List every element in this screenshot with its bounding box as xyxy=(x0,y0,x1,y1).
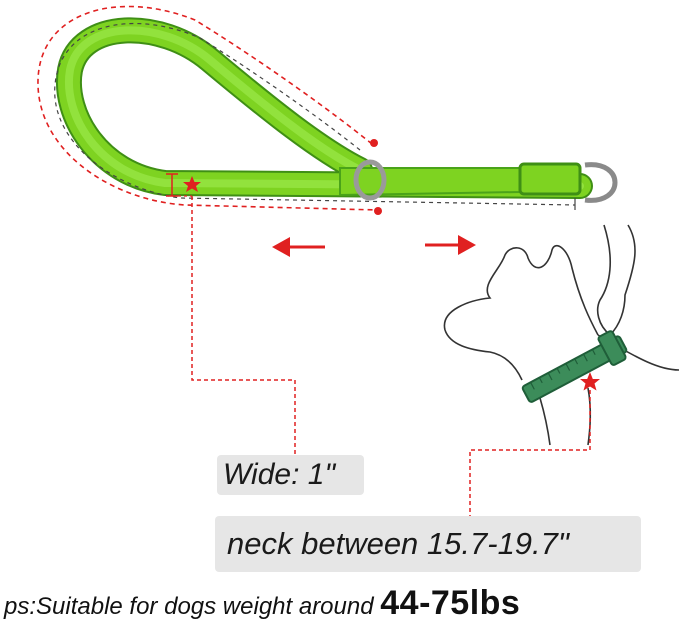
arrow-right-icon xyxy=(425,235,476,255)
collar-measure-lines xyxy=(37,5,576,215)
width-label: Wide: 1" xyxy=(217,455,364,495)
collar-illustration xyxy=(55,17,618,203)
dog-illustration xyxy=(443,224,679,446)
star-marker-icon xyxy=(183,176,201,192)
measure-end-dot xyxy=(370,139,378,147)
collar-loop-strap xyxy=(55,17,593,199)
neck-leader-line xyxy=(469,390,591,525)
neck-size-label: neck between 15.7-19.7" xyxy=(215,516,641,572)
arrow-left-icon xyxy=(272,237,325,257)
d-ring-icon xyxy=(584,162,618,203)
star-marker-icon xyxy=(580,372,600,391)
weight-note: ps:Suitable for dogs weight around 44-75… xyxy=(4,583,520,623)
collar-end-tab xyxy=(518,162,582,196)
hand-icon xyxy=(596,224,636,337)
collar-straight-strap xyxy=(339,167,521,197)
width-leader-line xyxy=(191,196,296,455)
measure-end-dot xyxy=(374,207,382,215)
weight-note-prefix: ps:Suitable for dogs weight around xyxy=(4,593,381,620)
dog-collar-ruler xyxy=(521,330,628,403)
middle-ring-icon xyxy=(353,159,387,201)
weight-range: 44-75lbs xyxy=(380,584,521,622)
width-marker xyxy=(166,173,201,197)
